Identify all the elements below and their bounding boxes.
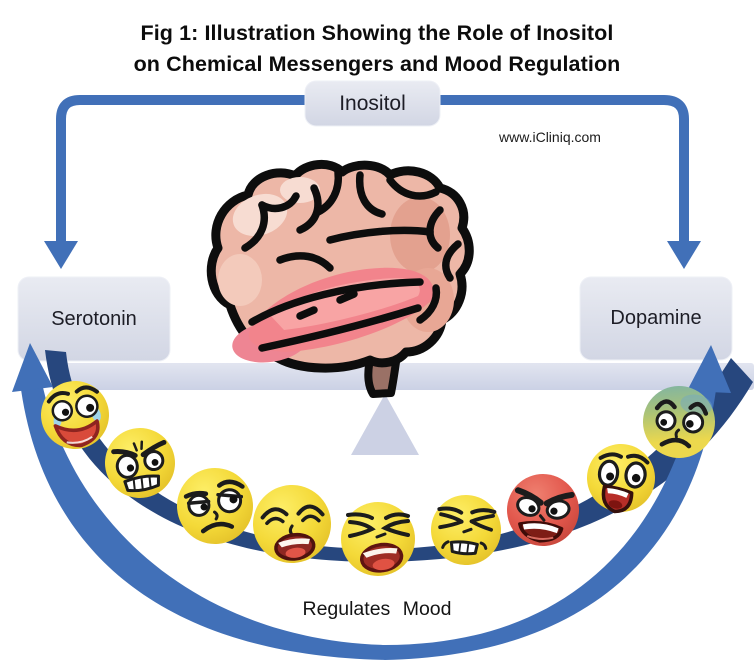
down-arrow-left-head [44, 241, 78, 269]
terrified-emoji [587, 444, 655, 514]
swoosh-up-arrowhead-left [12, 343, 53, 392]
serotonin-node-label: Serotonin [51, 307, 137, 330]
inositol-node-box [304, 80, 441, 127]
laughing-tears-emoji [41, 381, 109, 449]
figure-title: Fig 1: Illustration Showing the Role of … [0, 18, 754, 80]
furious-emoji [507, 474, 579, 546]
serotonin-node-box [17, 276, 171, 362]
angry-grit-emoji [105, 428, 175, 498]
seesaw-beam [64, 363, 754, 390]
watermark-text: www.iCliniq.com [499, 129, 601, 145]
swoosh-up-arrowhead-right [687, 345, 731, 393]
sobbing-emoji [341, 502, 415, 576]
down-arrow-left [56, 95, 310, 243]
regulates-mood-caption: Regulates Mood [302, 598, 452, 620]
dopamine-node-box [579, 276, 733, 361]
anxious-sick-emoji [643, 386, 715, 458]
triangle-fulcrum [351, 394, 419, 455]
down-arrow-right-head [667, 241, 701, 269]
dopamine-node-label: Dopamine [610, 307, 702, 329]
weary-emoji [253, 485, 331, 563]
figure-title-line2: on Chemical Messengers and Mood Regulati… [133, 52, 621, 76]
inositol-node-label: Inositol [339, 91, 406, 115]
frustrated-emoji [431, 495, 501, 565]
sad-skeptical-emoji [177, 468, 253, 544]
down-arrow-right [436, 95, 689, 243]
cartoon-brain-icon [206, 160, 474, 398]
figure-title-line1: Fig 1: Illustration Showing the Role of … [140, 21, 614, 45]
